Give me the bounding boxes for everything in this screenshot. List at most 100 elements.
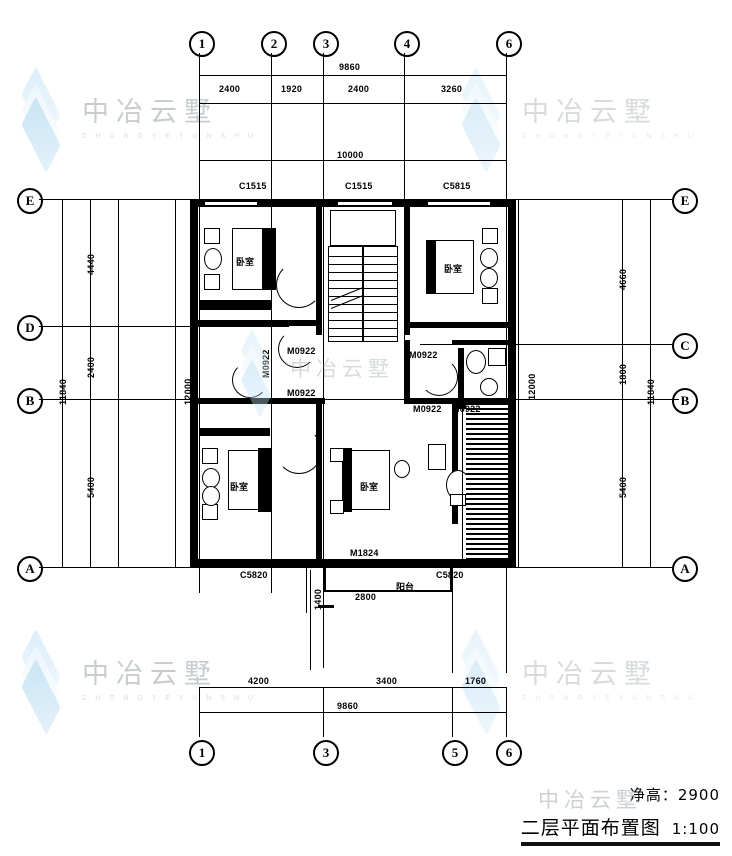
- drawing-title: 二层平面布置图 1:100: [520, 813, 720, 846]
- toilet-tank: [450, 494, 466, 506]
- bed-headboard-top-left: [262, 228, 276, 290]
- door-code-m0922-b: M0922: [287, 388, 316, 398]
- dim-top-outer-total: 10000: [337, 150, 364, 160]
- brand-logo-icon: [10, 628, 72, 736]
- partition-vertical-hall-right: [404, 340, 410, 402]
- watermark-bottom-right: 中冶云墅 Z H O N G Y E Y U N S H U: [450, 628, 697, 736]
- dim-right-2: 1800: [618, 363, 628, 385]
- nightstand-bottom-left-b: [202, 504, 218, 520]
- exterior-wall-bottom: [190, 559, 516, 567]
- watermark-text-cn: 中冶云墅: [522, 96, 658, 128]
- watermark-text-cn: 中冶云墅: [82, 658, 218, 690]
- dim-top-4: 3260: [441, 84, 463, 94]
- chair-bottom-center: [394, 460, 410, 478]
- dim-top-1: 2400: [219, 84, 241, 94]
- dim-right-building: 12000: [527, 373, 537, 400]
- grid-bubble-right-C: C: [672, 333, 698, 359]
- door-code-m1824: M1824: [350, 548, 379, 558]
- watermark-top-left: 中冶云墅 Z H O N G Y E Y U N S H U: [10, 66, 257, 174]
- watermark-text-en: Z H O N G Y E Y U N S H U: [522, 694, 697, 702]
- chair-top-left: [204, 248, 222, 270]
- room-label-bedroom-2: 卧室: [444, 265, 463, 275]
- nightstand-top-right-a: [482, 228, 498, 244]
- dim-top-3: 2400: [348, 84, 370, 94]
- dim-left-1: 4440: [86, 253, 96, 275]
- window-code-c5820-left: C5820: [240, 570, 268, 580]
- dim-bottom-3: 1760: [465, 676, 487, 686]
- grid-bubble-left-D: D: [17, 315, 43, 341]
- bed-headboard-top-right: [426, 240, 436, 294]
- door-swing-hall-b: [420, 358, 458, 396]
- window-code-c1515-left: C1515: [239, 181, 267, 191]
- grid-bubble-top-3: 3: [313, 31, 339, 57]
- toilet-upper-right: [466, 350, 486, 374]
- grid-bubble-left-E: E: [17, 188, 43, 214]
- window-code-c5820-right: C5820: [436, 570, 464, 580]
- nightstand-top-left-b: [204, 274, 220, 290]
- room-label-bedroom-3: 卧室: [230, 483, 249, 493]
- partition-vertical-lower-center: [316, 398, 322, 563]
- grid-bubble-top-1: 1: [189, 31, 215, 57]
- bed-top-right: [432, 240, 474, 294]
- nightstand-top-left-a: [204, 228, 220, 244]
- partition-vertical-bath: [452, 404, 458, 524]
- brand-logo-icon: [450, 66, 512, 174]
- wardrobe-bottom-left: [200, 428, 270, 436]
- grid-bubble-top-2: 2: [261, 31, 287, 57]
- dim-bottom-total: 9860: [337, 701, 359, 711]
- window-code-c5815: C5815: [443, 181, 471, 191]
- brand-logo-icon: [10, 66, 72, 174]
- dim-left-3: 5400: [86, 476, 96, 498]
- nightstand-bottom-left-a: [202, 448, 218, 464]
- door-swing-bedroom-3: [276, 428, 322, 474]
- door-code-m0922-e: M0922: [452, 404, 481, 414]
- door-swing-hall-a: [278, 330, 316, 368]
- partition-horizontal-upper-right: [404, 322, 516, 328]
- wardrobe-top-left: [200, 300, 272, 310]
- partition-horizontal-mid-right: [404, 398, 516, 404]
- dim-top-2: 1920: [281, 84, 303, 94]
- bed-headboard-bottom-left: [258, 448, 272, 512]
- dim-bottom-1: 4200: [248, 676, 270, 686]
- dim-top-mid-total: 9860: [339, 62, 361, 72]
- grid-bubble-top-4: 4: [394, 31, 420, 57]
- bath-partition-detail: [458, 348, 464, 398]
- room-label-balcony: 阳台: [396, 583, 415, 593]
- watermark-text-cn: 中冶云墅: [522, 658, 658, 690]
- dim-left-total: 11840: [58, 378, 68, 405]
- grid-bubble-right-E: E: [672, 188, 698, 214]
- door-swing-bedroom-1: [276, 262, 322, 308]
- dim-balcony-width: 2800: [355, 592, 377, 602]
- grid-bubble-bottom-1: 1: [189, 740, 215, 766]
- room-label-bedroom-4: 卧室: [360, 483, 379, 493]
- door-code-m0922-c: M0922: [409, 350, 438, 360]
- stair-landing: [330, 210, 396, 246]
- grid-bubble-bottom-6: 6: [496, 740, 522, 766]
- dim-right-3: 5400: [618, 476, 628, 498]
- balcony-arrow: [318, 605, 334, 608]
- chair-top-right-b: [480, 268, 498, 288]
- door-code-m0922-d: M0922: [413, 404, 442, 414]
- balcony-railing-hatch: [466, 404, 508, 560]
- grid-bubble-left-A: A: [17, 556, 43, 582]
- sink-bottom-center: [428, 444, 446, 470]
- grid-bubble-top-6: 6: [496, 31, 522, 57]
- watermark-top-right: 中冶云墅 Z H O N G Y E Y U N S H U: [450, 66, 697, 174]
- watermark-text-en: Z H O N G Y E Y U N S H U: [522, 132, 697, 140]
- dim-left-2: 2400: [86, 356, 96, 378]
- chair-bottom-left-a: [202, 468, 220, 488]
- partition-horizontal-upper-left: [190, 320, 320, 326]
- nightstand-top-right-b: [482, 288, 498, 304]
- grid-bubble-left-B: B: [17, 388, 43, 414]
- title-block: 净高：2900 二层平面布置图 1:100: [520, 784, 720, 846]
- basin-upper-right: [480, 378, 498, 396]
- clear-height-label: 净高：2900: [629, 786, 720, 804]
- bed-bottom-center: [348, 450, 390, 510]
- grid-bubble-bottom-5: 5: [442, 740, 468, 766]
- chair-bottom-left-b: [202, 486, 220, 506]
- bed-headboard-bottom-center: [342, 448, 352, 512]
- dim-bottom-2: 3400: [376, 676, 398, 686]
- exterior-wall-left: [190, 199, 198, 567]
- drawing-scale: 1:100: [671, 820, 720, 838]
